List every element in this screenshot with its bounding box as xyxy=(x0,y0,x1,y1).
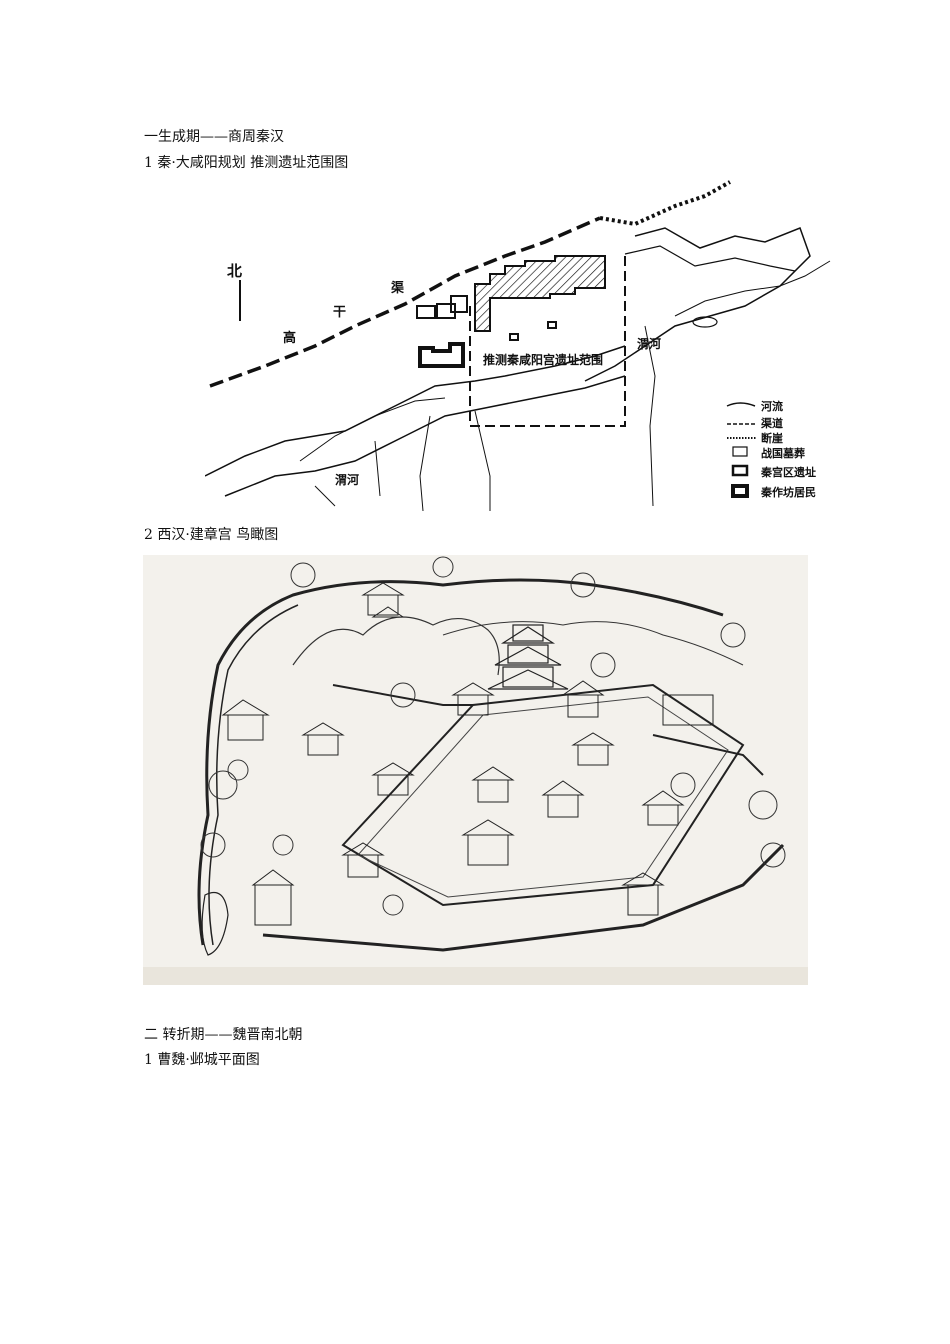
legend-tomb: 战国墓葬 xyxy=(761,446,805,460)
figure-caption-3: 1 曹魏·邺城平面图 xyxy=(144,1052,260,1068)
legend-river: 河流 xyxy=(761,399,783,413)
river-channel xyxy=(299,397,446,462)
trees xyxy=(200,556,786,916)
river-label-upper: 渭河 xyxy=(637,336,661,351)
palace-range-label: 推测秦咸阳宫遗址范围 xyxy=(483,352,603,367)
north-label: 北 xyxy=(227,262,242,280)
palace-range-boundary xyxy=(469,256,626,427)
river-label-lower: 渭河 xyxy=(335,472,359,487)
legend-tomb-symbol xyxy=(732,446,748,457)
river-bank xyxy=(674,260,831,317)
canal-char-2: 干 xyxy=(333,305,346,320)
legend-river-symbol xyxy=(726,402,756,407)
canal-line xyxy=(209,216,601,388)
map-drawing: 北 高 干 渠 推测秦咸阳宫遗址范围 渭河 渭河 河流 渠道 断崖 战国墓葬 秦… xyxy=(205,180,831,511)
wei-river-bank xyxy=(224,375,626,497)
workshop-site xyxy=(418,342,465,368)
aerial-drawing xyxy=(143,555,808,985)
central-tower xyxy=(487,624,569,690)
jianzhang-palace-aerial-view xyxy=(143,555,808,985)
legend-canal: 渠道 xyxy=(761,416,783,430)
section-heading-2: 二 转折期——魏晋南北朝 xyxy=(144,1027,303,1043)
legend-workshop: 秦作坊居民 xyxy=(760,485,816,499)
cliff-line-top xyxy=(599,180,731,227)
legend-palace-symbol xyxy=(731,464,749,477)
map-legend: 河流 渠道 断崖 战国墓葬 秦宫区遗址 秦作坊居民 xyxy=(726,399,816,499)
palace-site-hatched xyxy=(474,255,606,332)
wei-river-bank xyxy=(205,345,626,477)
outer-wall xyxy=(197,578,724,946)
palace-buildings xyxy=(221,582,714,926)
canal-char-1: 高 xyxy=(283,330,296,346)
section-heading-1: 一生成期——商周秦汉 xyxy=(144,129,284,145)
figure-caption-2: 2 西汉·建章宫 鸟瞰图 xyxy=(144,527,279,543)
canal-char-3: 渠 xyxy=(390,280,405,296)
legend-palace: 秦宫区遗址 xyxy=(760,465,816,479)
figure-caption-1: 1 秦·大咸阳规划 推测遗址范围图 xyxy=(144,155,349,171)
lake xyxy=(201,891,229,956)
southern-wall xyxy=(262,843,785,952)
gallery xyxy=(332,684,473,706)
river-bank xyxy=(624,245,796,272)
legend-workshop-symbol xyxy=(731,484,749,498)
legend-cliff: 断崖 xyxy=(761,431,783,445)
hill-outline xyxy=(292,616,500,676)
xianyang-plan-map: 北 高 干 渠 推测秦咸阳宫遗址范围 渭河 渭河 河流 渠道 断崖 战国墓葬 秦… xyxy=(205,176,845,511)
